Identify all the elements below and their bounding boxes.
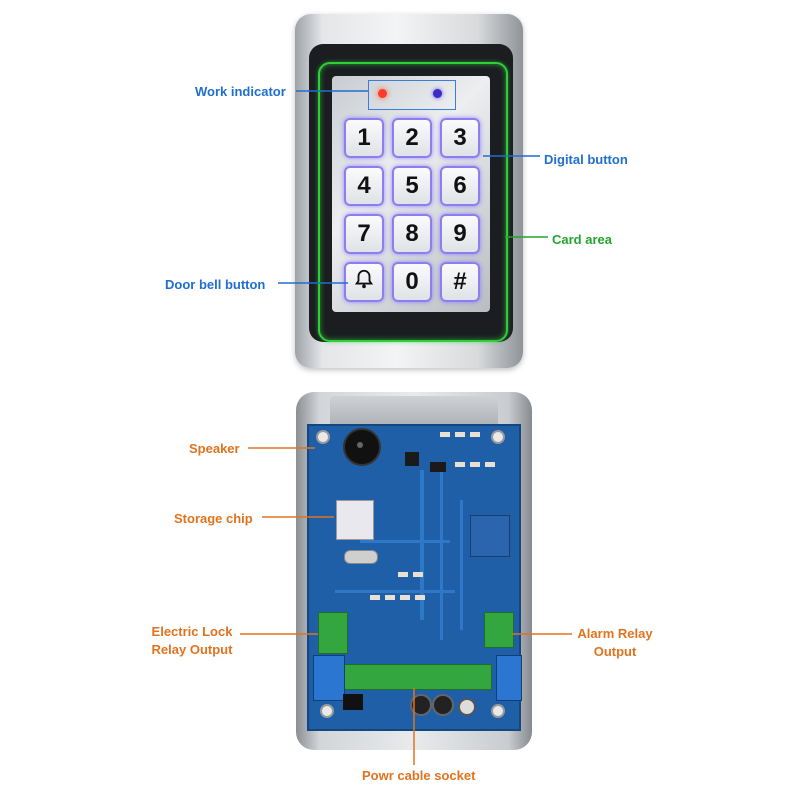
speaker-component [343,428,381,466]
card-area-ring [318,62,508,342]
blue-led-icon [433,89,442,98]
key-1[interactable]: 1 [344,118,384,158]
electric-lock-label: Electric Lock Relay Output [146,623,238,659]
storage-chip-component [336,500,374,540]
pcb-trace [335,590,455,593]
capacitor [432,694,454,716]
power-terminal-block [344,664,492,690]
speaker-label: Speaker [189,441,240,456]
smd-part [470,432,480,437]
key-6[interactable]: 6 [440,166,480,206]
smd-part [440,432,450,437]
alarm-relay-label-line1: Alarm Relay [577,626,653,641]
key-2[interactable]: 2 [392,118,432,158]
smd-part [400,595,410,600]
door-bell-key[interactable] [344,262,384,302]
door-bell-button-label: Door bell button [165,277,266,292]
pcb-trace [420,470,424,620]
smd-part [413,572,423,577]
smd-part [385,595,395,600]
key-8[interactable]: 8 [392,214,432,254]
pcb-trace [360,540,450,543]
key-7[interactable]: 7 [344,214,384,254]
lock-relay [313,655,345,701]
main-chip [470,515,510,557]
alarm-relay-label: Alarm Relay Output [574,625,656,661]
electric-lock-label-line1: Electric Lock [151,624,233,639]
key-9[interactable]: 9 [440,214,480,254]
key-0[interactable]: 0 [392,262,432,302]
power-cable-socket-part [343,694,363,710]
smd-part [398,572,408,577]
key-4[interactable]: 4 [344,166,384,206]
alarm-relay-terminal [484,612,514,648]
red-led-icon [378,89,387,98]
mount-hole [491,430,505,444]
chip-small [405,452,419,466]
mount-hole [316,430,330,444]
storage-chip-label: Storage chip [174,511,253,526]
card-area-label: Card area [552,232,612,247]
alarm-relay [496,655,522,701]
electric-lock-label-line2: Relay Output [151,642,233,657]
chip-top-right [430,462,446,472]
power-cable-socket-label: Powr cable socket [362,768,476,783]
pcb-trace [440,470,443,640]
smd-part [455,462,465,467]
mount-hole [491,704,505,718]
smd-part [485,462,495,467]
speaker-hole [357,442,363,448]
smd-part [470,462,480,467]
smd-part [370,595,380,600]
diode [458,698,476,716]
key-3[interactable]: 3 [440,118,480,158]
digital-button-label: Digital button [544,152,628,167]
alarm-relay-label-line2: Output [593,644,637,659]
work-indicator-label: Work indicator [195,84,286,99]
capacitor [410,694,432,716]
lock-relay-terminal [318,612,348,654]
mount-hole [320,704,334,718]
smd-part [415,595,425,600]
work-indicator-box [368,80,456,110]
key-hash[interactable]: # [440,262,480,302]
crystal-oscillator [344,550,378,564]
key-5[interactable]: 5 [392,166,432,206]
smd-part [455,432,465,437]
pcb-trace [460,500,463,630]
bell-icon [353,268,375,297]
